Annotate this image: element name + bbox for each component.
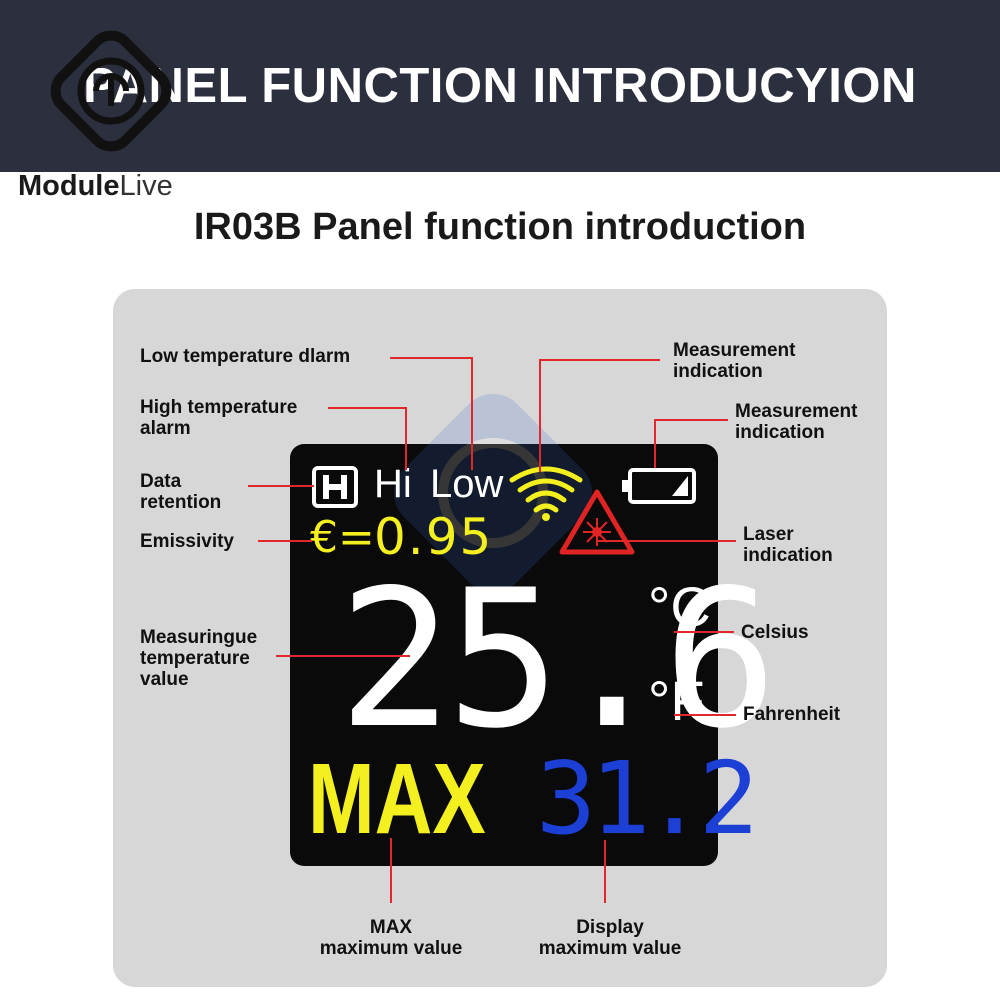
emissivity-symbol: €= xyxy=(310,512,375,563)
laser-warning-icon xyxy=(559,489,635,555)
callout-battery-indication xyxy=(654,419,728,468)
label-laser-line2: indication xyxy=(743,545,833,566)
brand-name-light: Live xyxy=(119,170,173,202)
fahrenheit-unit: °F xyxy=(648,669,705,732)
callout-low-alarm xyxy=(390,357,473,470)
label-measuring-line1: Measuringue xyxy=(140,627,258,648)
label-display-max-line1: Display xyxy=(576,917,644,938)
label-max-line1: MAX xyxy=(369,917,413,938)
celsius-unit: °C xyxy=(648,575,711,638)
label-battery-ind-line1: Measurement xyxy=(735,401,858,422)
brand-name-bold: Module xyxy=(18,170,120,202)
label-measurement-ind-line1: Measurement xyxy=(673,340,796,361)
label-measuring-line2: temperature xyxy=(140,648,250,669)
label-celsius: Celsius xyxy=(741,622,809,643)
label-measurement-ind-line2: indication xyxy=(673,361,763,382)
temperature-reading: 25.6 xyxy=(338,549,778,770)
label-low-alarm: Low temperature dlarm xyxy=(140,346,351,367)
label-laser-line1: Laser xyxy=(743,524,794,545)
label-high-alarm-line1: High temperature xyxy=(140,397,298,418)
label-battery-ind-line2: indication xyxy=(735,422,825,443)
page-subtitle: IR03B Panel function introduction xyxy=(193,206,807,248)
measurement-signal-icon xyxy=(509,466,583,521)
max-value: 31.2 xyxy=(536,740,759,857)
label-high-alarm-line2: alarm xyxy=(140,418,191,439)
banner-title: PANEL FUNCTION INTRODUCYION xyxy=(83,59,917,113)
label-data-retention-line2: retention xyxy=(140,492,222,513)
max-label: MAX xyxy=(308,743,486,855)
label-display-max-line2: maximum value xyxy=(538,938,682,959)
label-data-retention-line1: Data xyxy=(140,471,182,492)
brand-name: ModuleLive xyxy=(18,170,173,203)
callout-high-alarm xyxy=(328,407,407,470)
battery-icon xyxy=(622,468,696,504)
emissivity-value: 0.95 xyxy=(374,508,494,566)
label-emissivity: Emissivity xyxy=(140,531,234,552)
label-measuring-line3: value xyxy=(140,669,189,690)
brand-logo-icon xyxy=(50,30,172,152)
callout-measurement-indication xyxy=(539,359,660,472)
label-fahrenheit: Fahrenheit xyxy=(743,704,841,725)
low-indicator: Low xyxy=(430,462,504,506)
label-max-line2: maximum value xyxy=(319,938,463,959)
